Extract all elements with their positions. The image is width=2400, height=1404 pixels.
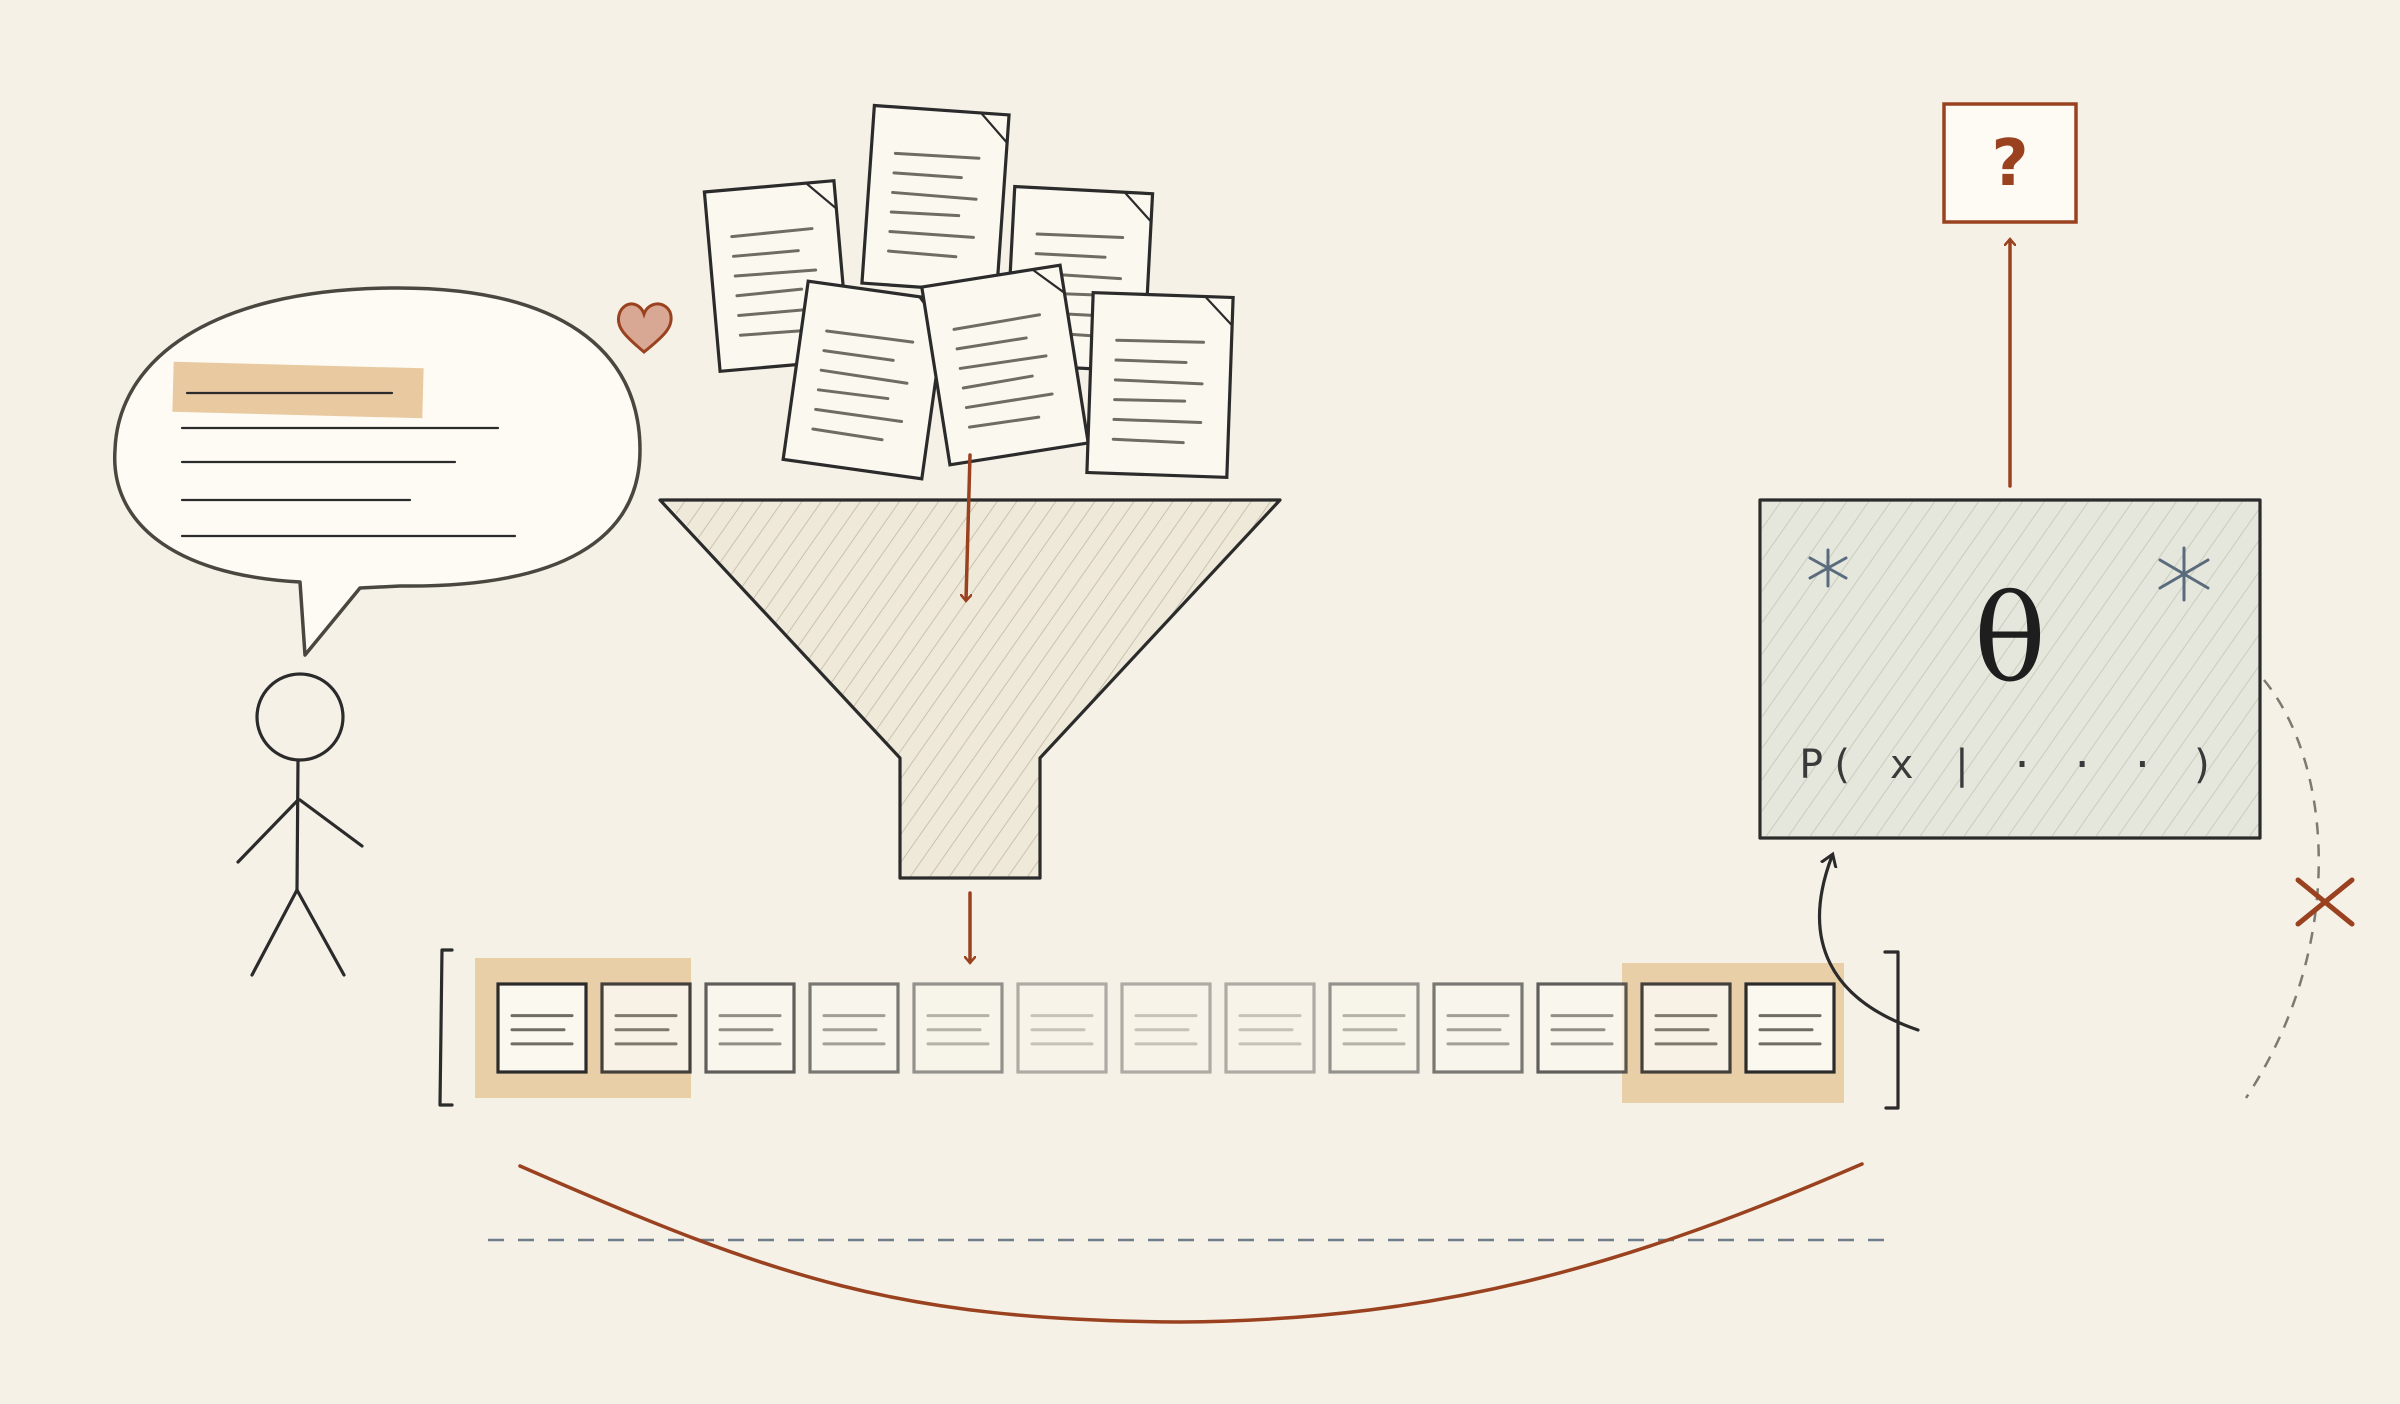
- sparkle-icon: [2158, 546, 2210, 602]
- token-sequence: [438, 948, 1900, 1110]
- speech-bubble-icon: [113, 286, 642, 657]
- token-box: [1224, 982, 1316, 1074]
- heart-icon: [617, 302, 673, 354]
- token-box: [496, 982, 588, 1074]
- sequence-left-bracket: [438, 948, 454, 1107]
- token-box: [1536, 982, 1628, 1074]
- document-pile-icon: [702, 103, 1235, 481]
- token-box: [1328, 982, 1420, 1074]
- token-box: [912, 982, 1004, 1074]
- arrow-into-funnel: [966, 453, 970, 600]
- document-icon: [781, 279, 949, 481]
- question-mark: ?: [1991, 127, 2028, 201]
- token-box: [808, 982, 900, 1074]
- model-formula: P( x | · · · ): [1799, 742, 2220, 788]
- blocked-loop: [2244, 679, 2320, 1099]
- token-box: [1016, 982, 1108, 1074]
- sparkle-icon: [1808, 548, 1848, 588]
- x-mark-icon: [2295, 877, 2355, 927]
- model-box-icon: θ P( x | · · · ): [1758, 498, 2262, 840]
- token-box: [1744, 982, 1836, 1074]
- token-box: [600, 982, 692, 1074]
- stick-figure-icon: [236, 672, 364, 977]
- model-symbol: θ: [1974, 570, 2046, 709]
- token-box: [1432, 982, 1524, 1074]
- funnel-icon: [658, 498, 1282, 880]
- document-icon: [1085, 290, 1235, 480]
- token-box: [704, 982, 796, 1074]
- document-icon: [860, 103, 1011, 295]
- document-icon: [919, 263, 1091, 467]
- attention-arc: [518, 1162, 1864, 1324]
- sequence-right-bracket: [1883, 950, 1900, 1110]
- output-box: ?: [1942, 102, 2078, 224]
- token-box: [1640, 982, 1732, 1074]
- arrow-into-model: [1817, 856, 1920, 1032]
- token-box: [1120, 982, 1212, 1074]
